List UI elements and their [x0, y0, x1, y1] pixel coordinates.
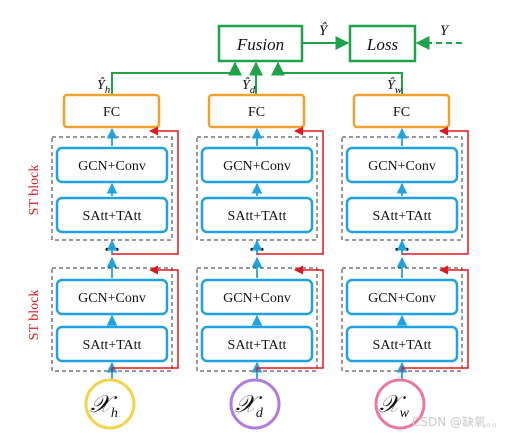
output-label-week: Ŷw: [387, 76, 403, 96]
loss-label: Loss: [366, 35, 399, 54]
gcn-conv-box-upper: [200, 146, 314, 184]
satt-tatt-box-lower: [345, 325, 459, 363]
satt-tatt-label: SAtt+TAtt: [228, 209, 287, 224]
output-symbol: Ŷ: [97, 76, 107, 93]
satt-tatt-label: SAtt+TAtt: [83, 209, 142, 224]
satt-tatt-label: SAtt+TAtt: [228, 338, 287, 353]
satt-tatt-box-lower: [55, 325, 169, 363]
satt-tatt-box-upper: [55, 196, 169, 234]
gcn-conv-label: GCN+Conv: [223, 291, 291, 306]
input-circle-hour: [84, 378, 136, 430]
input-subscript: h: [111, 406, 118, 421]
column-week: ŶwFCGCN+ConvSAtt+TAttGCN+ConvSAtt+TAtt..…: [341, 76, 469, 430]
gcn-conv-box-lower: [55, 278, 169, 316]
satt-tatt-box-upper: [200, 196, 314, 234]
output-symbol: Ŷ: [387, 76, 397, 93]
input-circle-week: [374, 378, 426, 430]
gcn-conv-box-upper: [345, 146, 459, 184]
y-hat-label: Ŷ: [319, 22, 329, 39]
gcn-conv-label: GCN+Conv: [368, 159, 436, 174]
satt-tatt-label: SAtt+TAtt: [373, 209, 432, 224]
y-target-label: Y: [440, 23, 450, 39]
fc-label: FC: [393, 105, 410, 120]
input-subscript: w: [400, 406, 410, 421]
residual-arrow-upper: [402, 126, 469, 255]
column-hour: ŶhFCGCN+ConvSAtt+TAttGCN+ConvSAtt+TAtt..…: [51, 76, 179, 430]
gcn-conv-box-lower: [200, 278, 314, 316]
gcn-conv-label: GCN+Conv: [78, 291, 146, 306]
satt-tatt-box-lower: [200, 325, 314, 363]
residual-arrow-lower: [401, 265, 469, 372]
column-day: ŶdFCGCN+ConvSAtt+TAttGCN+ConvSAtt+TAtt..…: [196, 76, 324, 430]
residual-arrow-lower: [256, 265, 324, 372]
gcn-conv-box-lower: [345, 278, 459, 316]
fc-label: FC: [248, 105, 265, 120]
output-symbol: Ŷ: [242, 76, 252, 93]
st-block-label-bottom: ST block: [27, 290, 42, 341]
connector-h-to-fusion: [111, 61, 242, 95]
st-block-label-top: ST block: [27, 165, 42, 216]
residual-arrow-upper: [112, 126, 179, 255]
loss-box: [348, 24, 417, 63]
gcn-conv-label: GCN+Conv: [78, 159, 146, 174]
fusion-box: [217, 24, 304, 63]
output-label-day: Ŷd: [242, 76, 256, 96]
output-subscript: w: [395, 84, 403, 96]
input-subscript: d: [256, 406, 264, 421]
connector-w-to-fusion: [271, 61, 403, 95]
residual-arrow-upper: [257, 126, 324, 255]
output-label-hour: Ŷh: [97, 76, 111, 96]
fc-box-hour: [62, 93, 161, 129]
output-subscript: d: [250, 84, 256, 96]
gcn-conv-box-upper: [55, 146, 169, 184]
watermark-text: CSDN @缺氧。。: [411, 415, 504, 429]
gcn-conv-label: GCN+Conv: [368, 291, 436, 306]
residual-arrow-lower: [111, 265, 179, 372]
satt-tatt-box-upper: [345, 196, 459, 234]
fc-box-week: [352, 93, 451, 129]
fc-label: FC: [103, 105, 120, 120]
gcn-conv-label: GCN+Conv: [223, 159, 291, 174]
input-circle-day: [229, 378, 281, 430]
fusion-label: Fusion: [236, 35, 284, 54]
output-subscript: h: [105, 84, 111, 96]
satt-tatt-label: SAtt+TAtt: [83, 338, 142, 353]
fc-box-day: [207, 93, 306, 129]
satt-tatt-label: SAtt+TAtt: [373, 338, 432, 353]
